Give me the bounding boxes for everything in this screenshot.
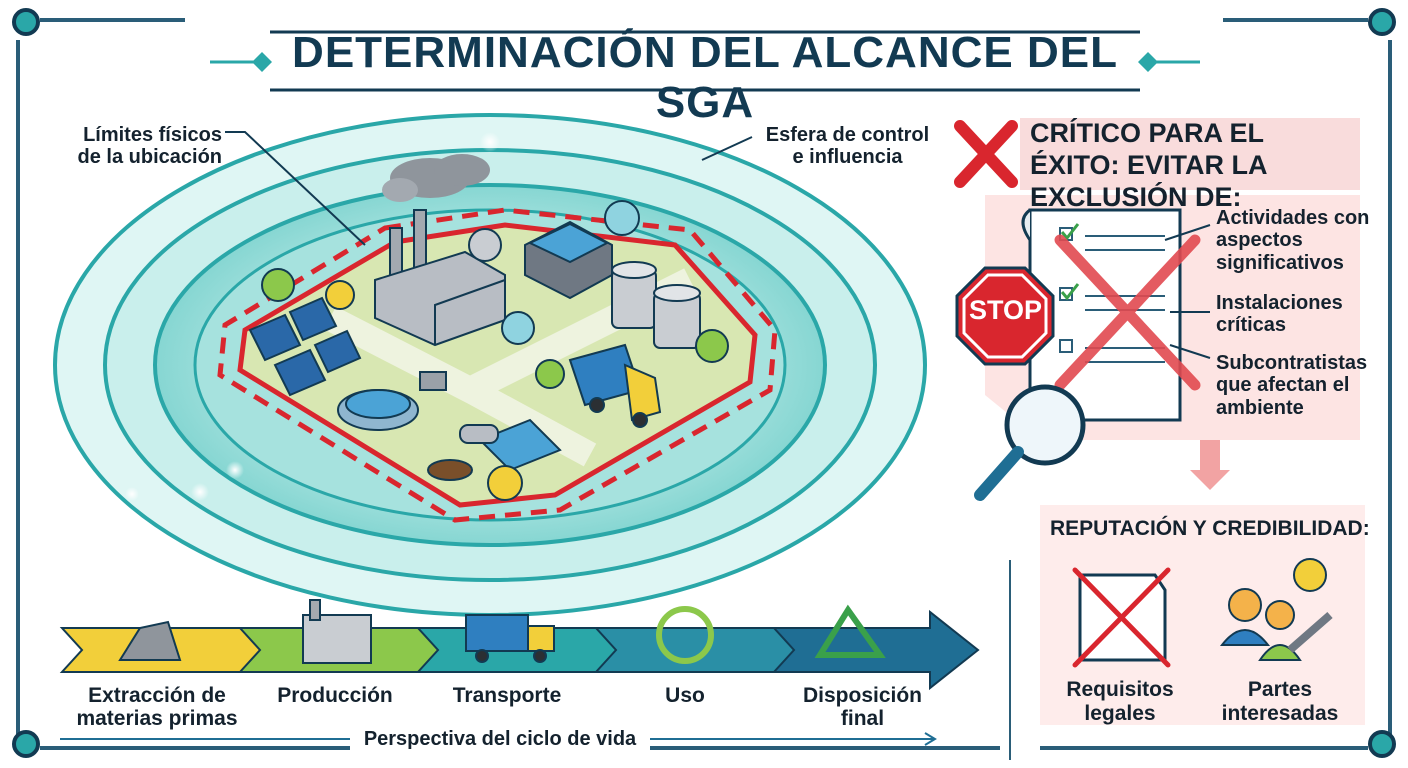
stop-sign-icon [955,266,1055,366]
physical-limits-leader [225,131,366,246]
item-leaders [1164,224,1211,359]
checklist-document [1021,208,1201,422]
critical-item-subcontractors: Subcontratistas que afectan el ambiente [1216,352,1368,419]
reputation-item-stakeholders: Partes interesadas [1221,678,1339,725]
spill-basin [427,418,562,481]
title-banner [210,30,1200,92]
magnifier-icon [974,384,1086,501]
lifecycle-caption: Perspectiva del ciclo de vida [350,728,650,751]
lifecycle-stage-disposal: Disposición final [802,684,923,731]
sphere-label: Esfera de control e influencia [765,124,930,169]
factory [374,154,506,347]
site-icons [261,200,729,501]
lifecycle-stage-extraction: Extracción de materias primas [76,684,238,731]
solar-panels [248,296,362,397]
stop-sign-label: STOP [969,295,1043,325]
critical-item-activities: Actividades con aspectos significativos [1216,207,1370,274]
critical-item-facilities: Instalaciones críticas [1216,292,1343,337]
red-x-icon [954,120,1018,188]
physical-limits-label: Límites físicos de la ubicación [77,124,222,169]
frame-corners [12,8,1396,758]
page-title: DETERMINACIÓN DEL ALCANCE DEL SGA [292,28,1118,127]
reputation-panel [1040,505,1365,725]
lifecycle-icons [118,599,886,664]
lifecycle-stage-production: Producción [277,684,393,707]
water-treatment [337,371,447,431]
reputation-item-legal: Requisitos legales [1066,678,1174,725]
lifecycle-stage-transport: Transporte [452,684,562,707]
lifecycle-stage-use: Uso [665,684,705,707]
reputation-heading: REPUTACIÓN Y CREDIBILIDAD: [1050,517,1370,540]
critical-heading: CRÍTICO PARA EL ÉXITO: EVITAR LA EXCLUSI… [1030,118,1267,212]
storage-tanks [611,261,701,349]
delivery-truck [568,343,662,428]
sphere-leader [701,136,753,161]
